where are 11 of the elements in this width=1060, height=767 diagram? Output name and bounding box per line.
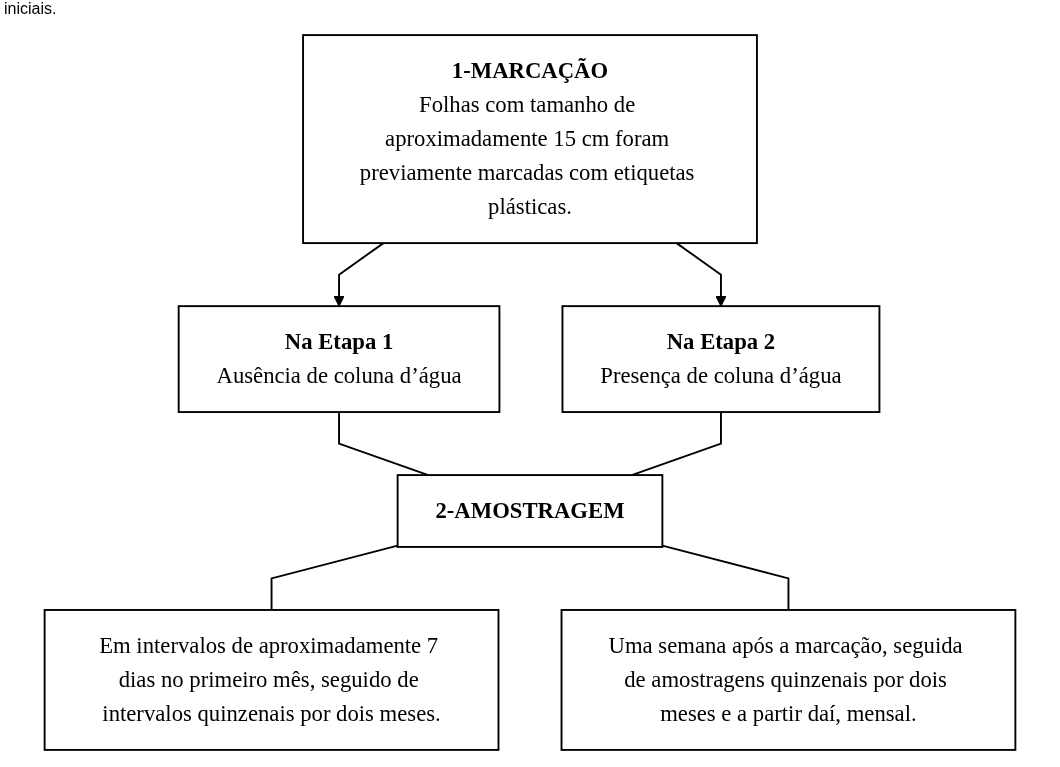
connector [661,544,790,611]
note-text: iniciais. [4,0,57,18]
node-box: Na Etapa 1 Ausência de coluna d’água [177,304,501,413]
node-box: 1-MARCAÇÃO Folhas com tamanho de aproximadamente 15 cm foram previamente marcadas com etiquetas plásticas. [302,33,758,244]
arrow [333,241,385,307]
connector [270,544,399,611]
node-box: Uma semana após a marcação, seguida de amostragens quinzenais por dois meses e a partir daí, mensal. [560,608,1017,751]
arrow [675,241,727,307]
node-box: Em intervalos de aproximadamente 7 dias no primeiro mês, seguido de intervalos quinzenais por dois meses. [43,608,500,751]
node-box: 2-AMOSTRAGEM [396,473,664,548]
node-box: Na Etapa 2 Presença de coluna d’água [561,304,881,413]
